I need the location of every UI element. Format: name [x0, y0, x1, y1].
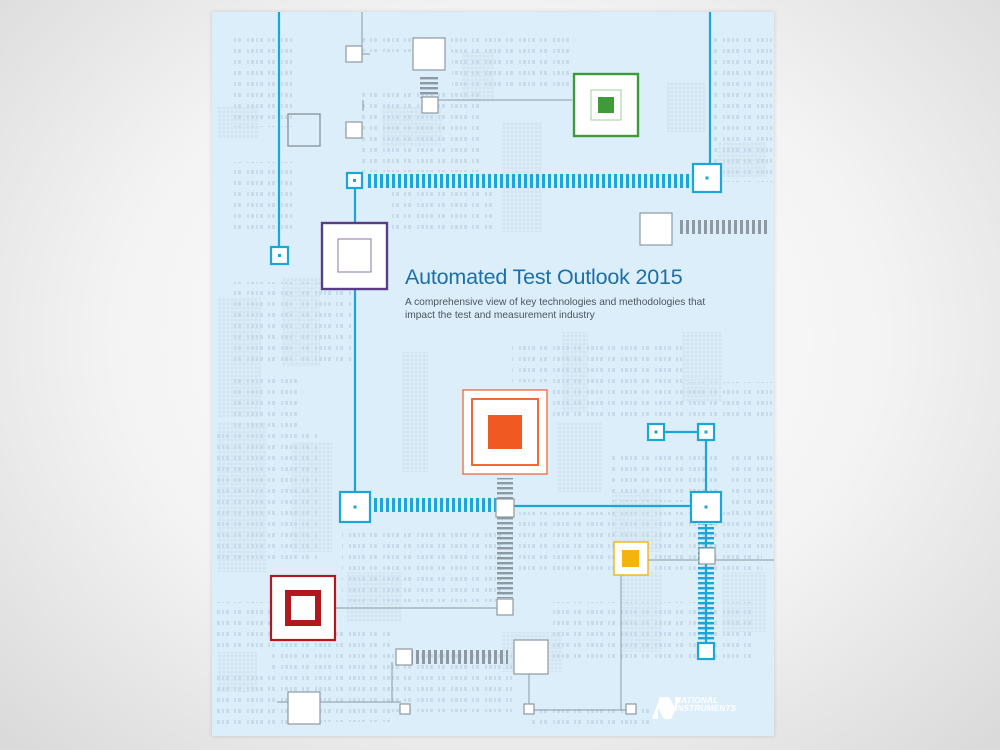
- cover-subtitle: A comprehensive view of key technologies…: [405, 297, 706, 321]
- small-gray-square: [395, 648, 413, 666]
- orange-chip: [462, 389, 548, 475]
- cyan-node: [338, 490, 372, 524]
- small-gray-square: [496, 598, 514, 616]
- national-instruments-logo: NATIONAL INSTRUMENTS: [662, 695, 758, 719]
- small-gray-square: [345, 121, 363, 139]
- cyan-node: [646, 422, 666, 442]
- cyan-node: [689, 490, 723, 524]
- tiny-gray-square: [523, 703, 535, 715]
- tiny-gray-square: [625, 703, 637, 715]
- gray-square: [412, 37, 446, 71]
- circuit-nodes: [269, 37, 723, 725]
- logo-line-2: INSTRUMENTS: [675, 704, 737, 714]
- gray-square: [287, 113, 321, 147]
- tiny-gray-square: [399, 703, 411, 715]
- gray-square: [513, 639, 549, 675]
- report-cover: Automated Test Outlook 2015 A comprehens…: [212, 12, 774, 736]
- cyan-node: [269, 245, 290, 266]
- gray-square: [287, 691, 321, 725]
- background-texture: [217, 32, 772, 727]
- purple-chip: [320, 221, 389, 291]
- logo-wordmark: NATIONAL INSTRUMENTS: [675, 696, 737, 714]
- green-chip: [572, 72, 640, 138]
- logo-line-1: NATIONAL: [675, 696, 719, 705]
- cyan-node: [696, 641, 716, 661]
- small-gray-square: [345, 45, 363, 63]
- cyan-node: [345, 171, 364, 190]
- red-chip: [269, 574, 337, 642]
- national-instruments-logo-mark: [652, 697, 681, 719]
- small-gray-square: [421, 96, 439, 114]
- small-gray-square: [495, 498, 515, 518]
- cyan-node: [691, 162, 723, 194]
- cover-title: Automated Test Outlook 2015: [405, 265, 683, 289]
- gray-square: [639, 212, 673, 246]
- cyan-node: [696, 422, 716, 442]
- small-gray-square: [698, 547, 716, 565]
- circuit-artwork: [217, 12, 774, 727]
- yellow-chip: [613, 541, 649, 576]
